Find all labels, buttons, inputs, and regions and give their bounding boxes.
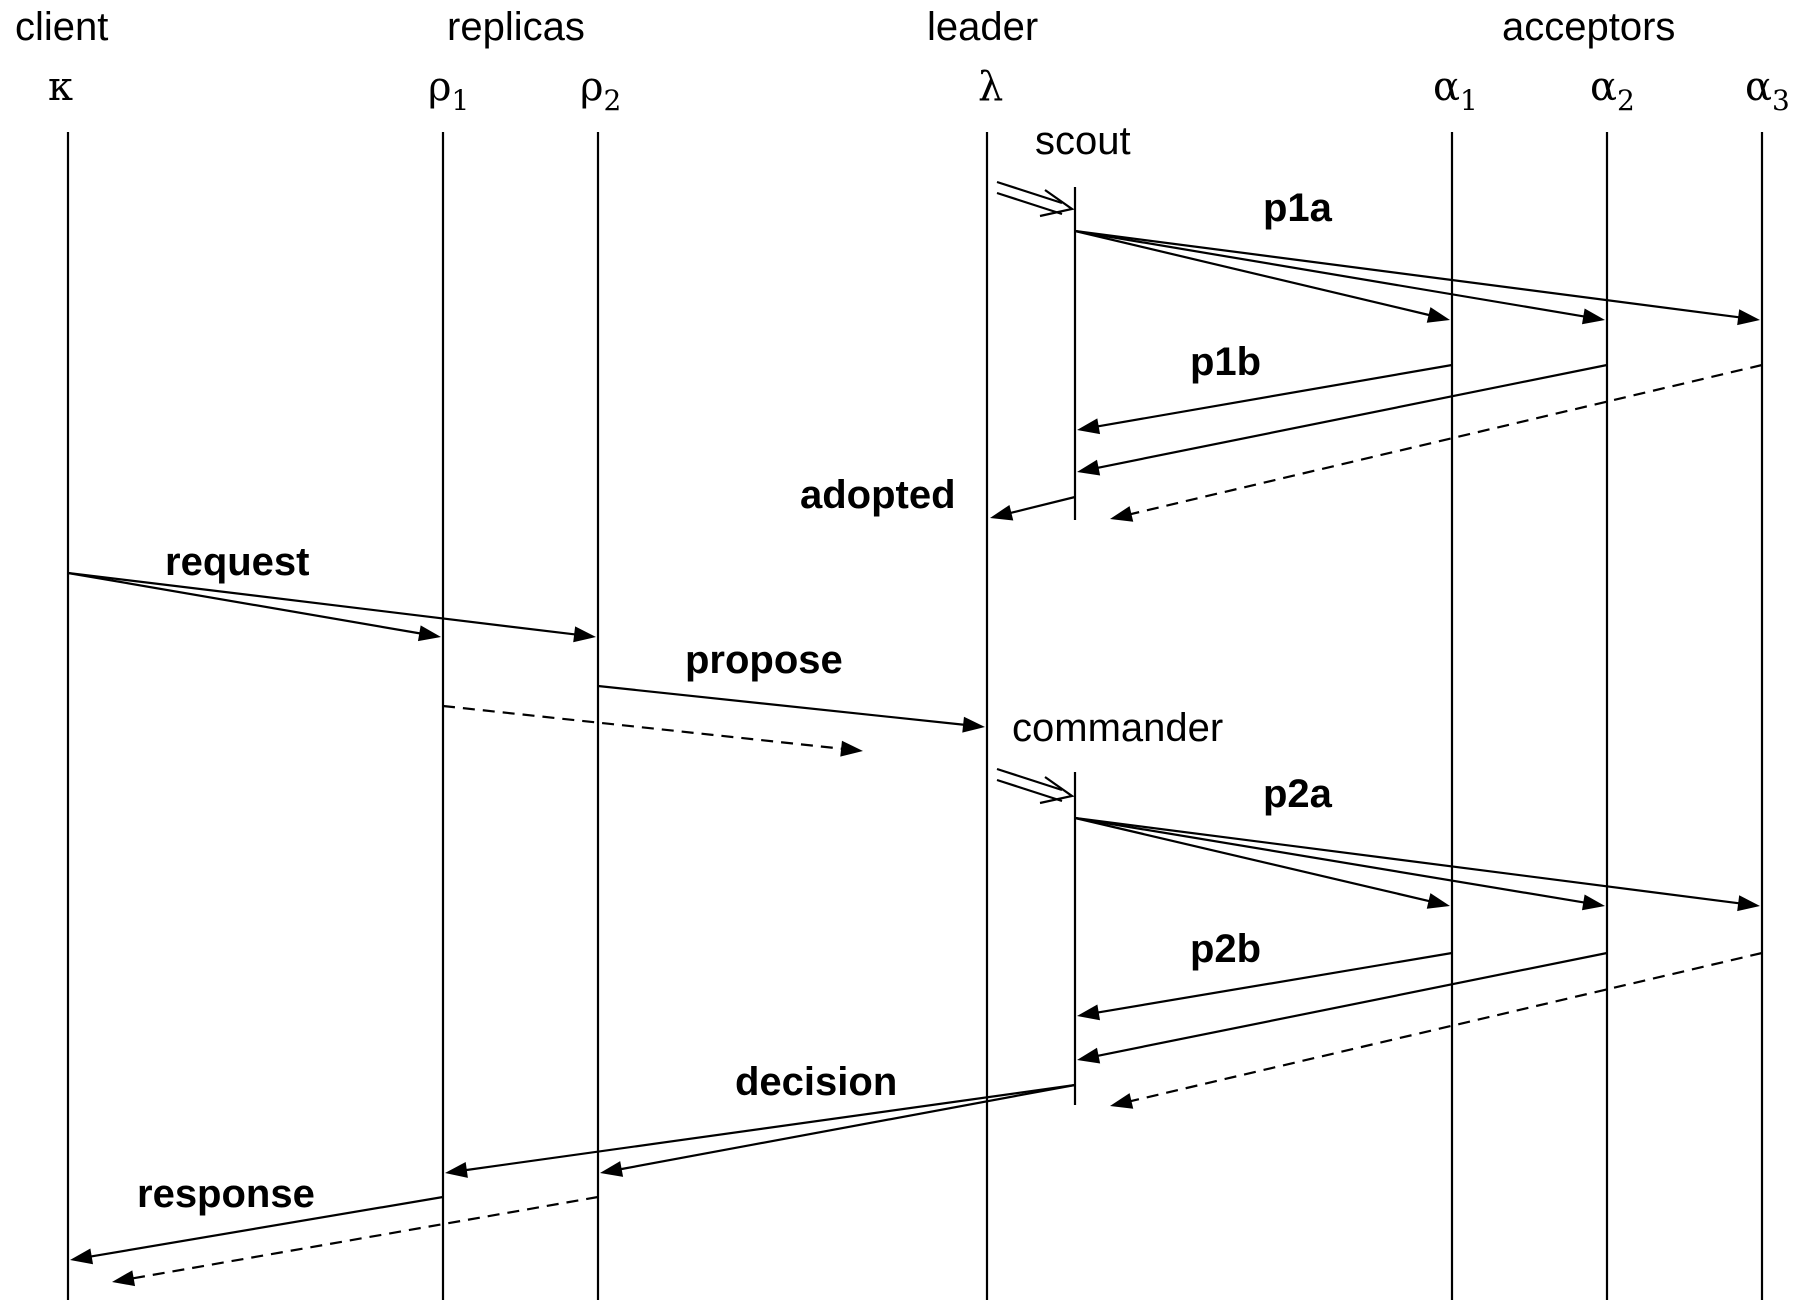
arrow-p1a-to-alpha3 <box>1074 229 1760 326</box>
arrow-adopted-to-leader <box>990 495 1076 521</box>
participant-lambda: λ <box>978 64 1003 110</box>
participant-alpha1: α1 <box>1433 64 1478 117</box>
arrow-request-to-rho1 <box>67 571 441 642</box>
participant-rho1: ρ1 <box>428 64 469 117</box>
role-replicas-label: replicas <box>447 5 585 49</box>
scout-spawn-arrow <box>996 180 1075 218</box>
arrow-p1a-to-alpha1 <box>1074 229 1450 323</box>
role-client-label: client <box>15 5 108 49</box>
role-acceptors-label: acceptors <box>1502 5 1675 49</box>
arrow-p2b-from-alpha1 <box>1077 951 1453 1021</box>
role-leader-label: leader <box>927 5 1038 49</box>
arrow-propose-rho2-to-leader <box>597 684 985 733</box>
participant-kappa: κ <box>48 64 73 110</box>
scout-label: scout <box>1035 119 1131 163</box>
arrow-p1a-to-alpha2 <box>1074 229 1605 325</box>
arrow-propose-rho1-dashed <box>442 704 863 757</box>
commander-label: commander <box>1012 706 1223 750</box>
arrow-p1b-from-alpha3 <box>1110 363 1763 522</box>
message-label-p2a: p2a <box>1263 772 1333 816</box>
participant-alpha3: α3 <box>1745 64 1790 117</box>
message-arrows <box>67 229 1763 1287</box>
arrow-response-rho1-to-client <box>70 1195 444 1265</box>
message-label-request: request <box>165 540 310 584</box>
arrow-request-to-rho2 <box>67 571 596 643</box>
message-label-decision: decision <box>735 1060 897 1104</box>
message-label-response: response <box>137 1172 315 1216</box>
participant-alpha2: α2 <box>1590 64 1635 117</box>
message-label-p1a: p1a <box>1263 186 1333 230</box>
arrow-decision-to-rho2 <box>600 1083 1076 1177</box>
arrow-p2b-from-alpha3 <box>1110 951 1763 1109</box>
arrow-p2a-to-alpha1 <box>1074 816 1450 909</box>
message-label-p2b: p2b <box>1190 927 1261 971</box>
arrow-p2a-to-alpha3 <box>1074 816 1760 912</box>
message-label-propose: propose <box>685 638 843 682</box>
message-label-p1b: p1b <box>1190 340 1261 384</box>
arrow-decision-to-rho1 <box>445 1083 1076 1178</box>
arrow-p2a-to-alpha2 <box>1074 816 1605 911</box>
message-label-adopted: adopted <box>800 473 956 517</box>
arrow-p1b-from-alpha1 <box>1077 363 1453 435</box>
arrow-response-rho2-dashed <box>112 1195 599 1287</box>
arrow-p2b-from-alpha2 <box>1077 951 1608 1064</box>
commander-spawn-arrow <box>996 767 1075 805</box>
arrow-p1b-from-alpha2 <box>1077 363 1608 476</box>
participant-rho2: ρ2 <box>580 64 621 117</box>
